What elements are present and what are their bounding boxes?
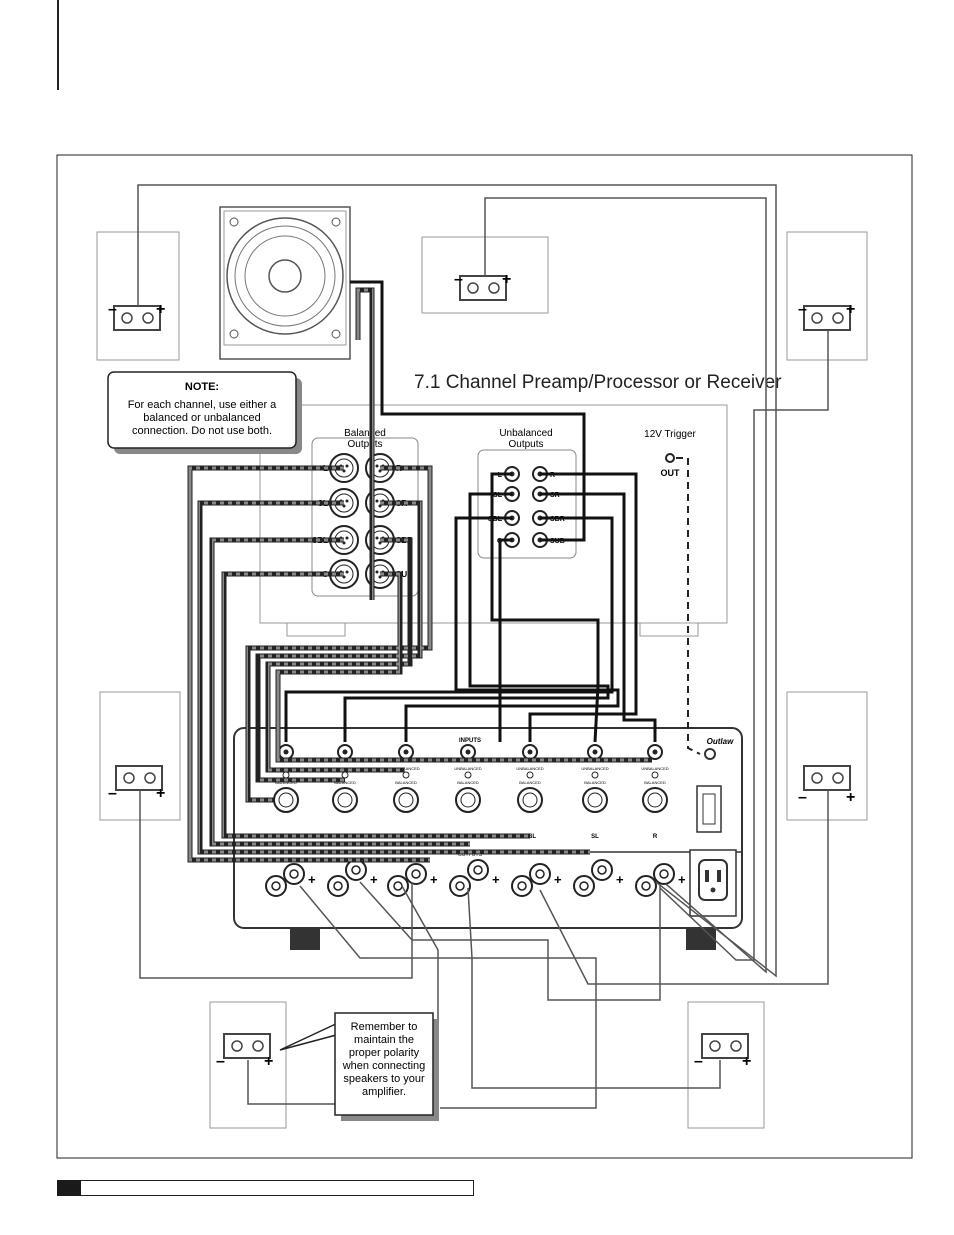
svg-text:maintain the: maintain the bbox=[354, 1034, 414, 1046]
svg-text:when connecting: when connecting bbox=[342, 1060, 426, 1072]
amp-unbalanced-label: UNBALANCED bbox=[454, 766, 481, 771]
balanced-title-line2: Outputs bbox=[347, 439, 382, 450]
unbalanced-outputs-panel bbox=[477, 449, 577, 559]
amp-plus-label: + bbox=[430, 872, 438, 887]
trigger-cable bbox=[676, 457, 701, 755]
amp-brand: Outlaw bbox=[707, 737, 734, 746]
footer-page-tab bbox=[57, 1180, 81, 1196]
svg-text:proper polarity: proper polarity bbox=[349, 1047, 420, 1059]
amp-plus-label: + bbox=[678, 872, 686, 887]
svg-text:–: – bbox=[694, 1053, 703, 1070]
subwoofer bbox=[219, 206, 351, 360]
speaker-surround-back-right: – + bbox=[687, 1001, 765, 1129]
amp-balanced-label: BALANCED bbox=[644, 780, 666, 785]
svg-text:–: – bbox=[798, 301, 807, 318]
trigger-out-label: OUT bbox=[661, 468, 681, 478]
polarity-minus: – bbox=[108, 301, 117, 318]
amp-inputs-label: INPUTS bbox=[459, 738, 481, 744]
svg-text:Remember to: Remember to bbox=[351, 1021, 418, 1033]
note-line-3: connection. Do not use both. bbox=[132, 425, 272, 437]
amp-balanced-label: BALANCED bbox=[334, 780, 356, 785]
unbalanced-title-line2: Outputs bbox=[508, 439, 543, 450]
polarity-plus: + bbox=[156, 301, 165, 318]
preamp-title: 7.1 Channel Preamp/Processor or Receiver bbox=[414, 372, 782, 393]
trigger-title: 12V Trigger bbox=[644, 429, 696, 440]
amp-plus-label: + bbox=[308, 872, 316, 887]
amp-channel-label: SBL bbox=[524, 834, 536, 840]
svg-text:+: + bbox=[502, 271, 511, 288]
svg-text:+: + bbox=[846, 301, 855, 318]
note-line-2: balanced or unbalanced bbox=[143, 412, 260, 424]
amp-outputs-label: OUTPUTS bbox=[458, 852, 483, 858]
amp-plus-label: + bbox=[370, 872, 378, 887]
amp-balanced-label: BALANCED bbox=[519, 780, 541, 785]
diagram-frame bbox=[56, 154, 913, 1159]
unbalanced-title-line1: Unbalanced bbox=[499, 428, 552, 439]
page-edge-rule bbox=[57, 0, 59, 90]
unbalanced-cables bbox=[284, 280, 657, 743]
trigger-jack bbox=[665, 453, 675, 463]
svg-text:+: + bbox=[264, 1053, 273, 1070]
speaker-front-right: – + bbox=[786, 231, 868, 361]
balanced-cables bbox=[187, 287, 652, 863]
amp-plus-label: + bbox=[616, 872, 624, 887]
speaker-surround-back-left: – + bbox=[209, 1001, 287, 1129]
amp-balanced-label: BALANCED bbox=[457, 780, 479, 785]
amp-unbalanced-label: UNBALANCED bbox=[392, 766, 419, 771]
svg-text:+: + bbox=[156, 785, 165, 802]
note-line-1: For each channel, use either a bbox=[128, 399, 277, 411]
svg-text:–: – bbox=[454, 271, 463, 288]
svg-text:–: – bbox=[798, 789, 807, 806]
balanced-title-line1: Balanced bbox=[344, 428, 386, 439]
svg-text:+: + bbox=[742, 1053, 751, 1070]
amp-plus-label: + bbox=[554, 872, 562, 887]
note-heading: NOTE: bbox=[185, 381, 219, 393]
footer-bar bbox=[81, 1180, 474, 1196]
speaker-surround-right: – + bbox=[786, 691, 868, 821]
balanced-label: SUB bbox=[396, 570, 413, 579]
amp-balanced-label: BALANCED bbox=[584, 780, 606, 785]
svg-text:+: + bbox=[846, 789, 855, 806]
amp-balanced-label: BALANCED bbox=[395, 780, 417, 785]
amp-channel-label: SL bbox=[591, 834, 599, 840]
amp-trigger-jack bbox=[704, 748, 716, 760]
svg-text:–: – bbox=[108, 785, 117, 802]
amp-unbalanced-label: UNBALANCED bbox=[516, 766, 543, 771]
note-box: NOTE: For each channel, use either a bal… bbox=[107, 371, 302, 454]
amp-channel-label: R bbox=[653, 834, 658, 840]
amplifier: Outlaw INPUTS OUTPUTS UNBALANCED BALANCED… bbox=[233, 727, 743, 950]
amp-unbalanced-label: UNBALANCED bbox=[641, 766, 668, 771]
svg-text:–: – bbox=[216, 1053, 225, 1070]
svg-text:speakers to your: speakers to your bbox=[343, 1073, 425, 1085]
svg-text:amplifier.: amplifier. bbox=[362, 1086, 406, 1098]
polarity-callout: Remember to maintain the proper polarity… bbox=[279, 1012, 439, 1121]
amp-unbalanced-label: UNBALANCED bbox=[581, 766, 608, 771]
amp-plus-label: + bbox=[492, 872, 500, 887]
